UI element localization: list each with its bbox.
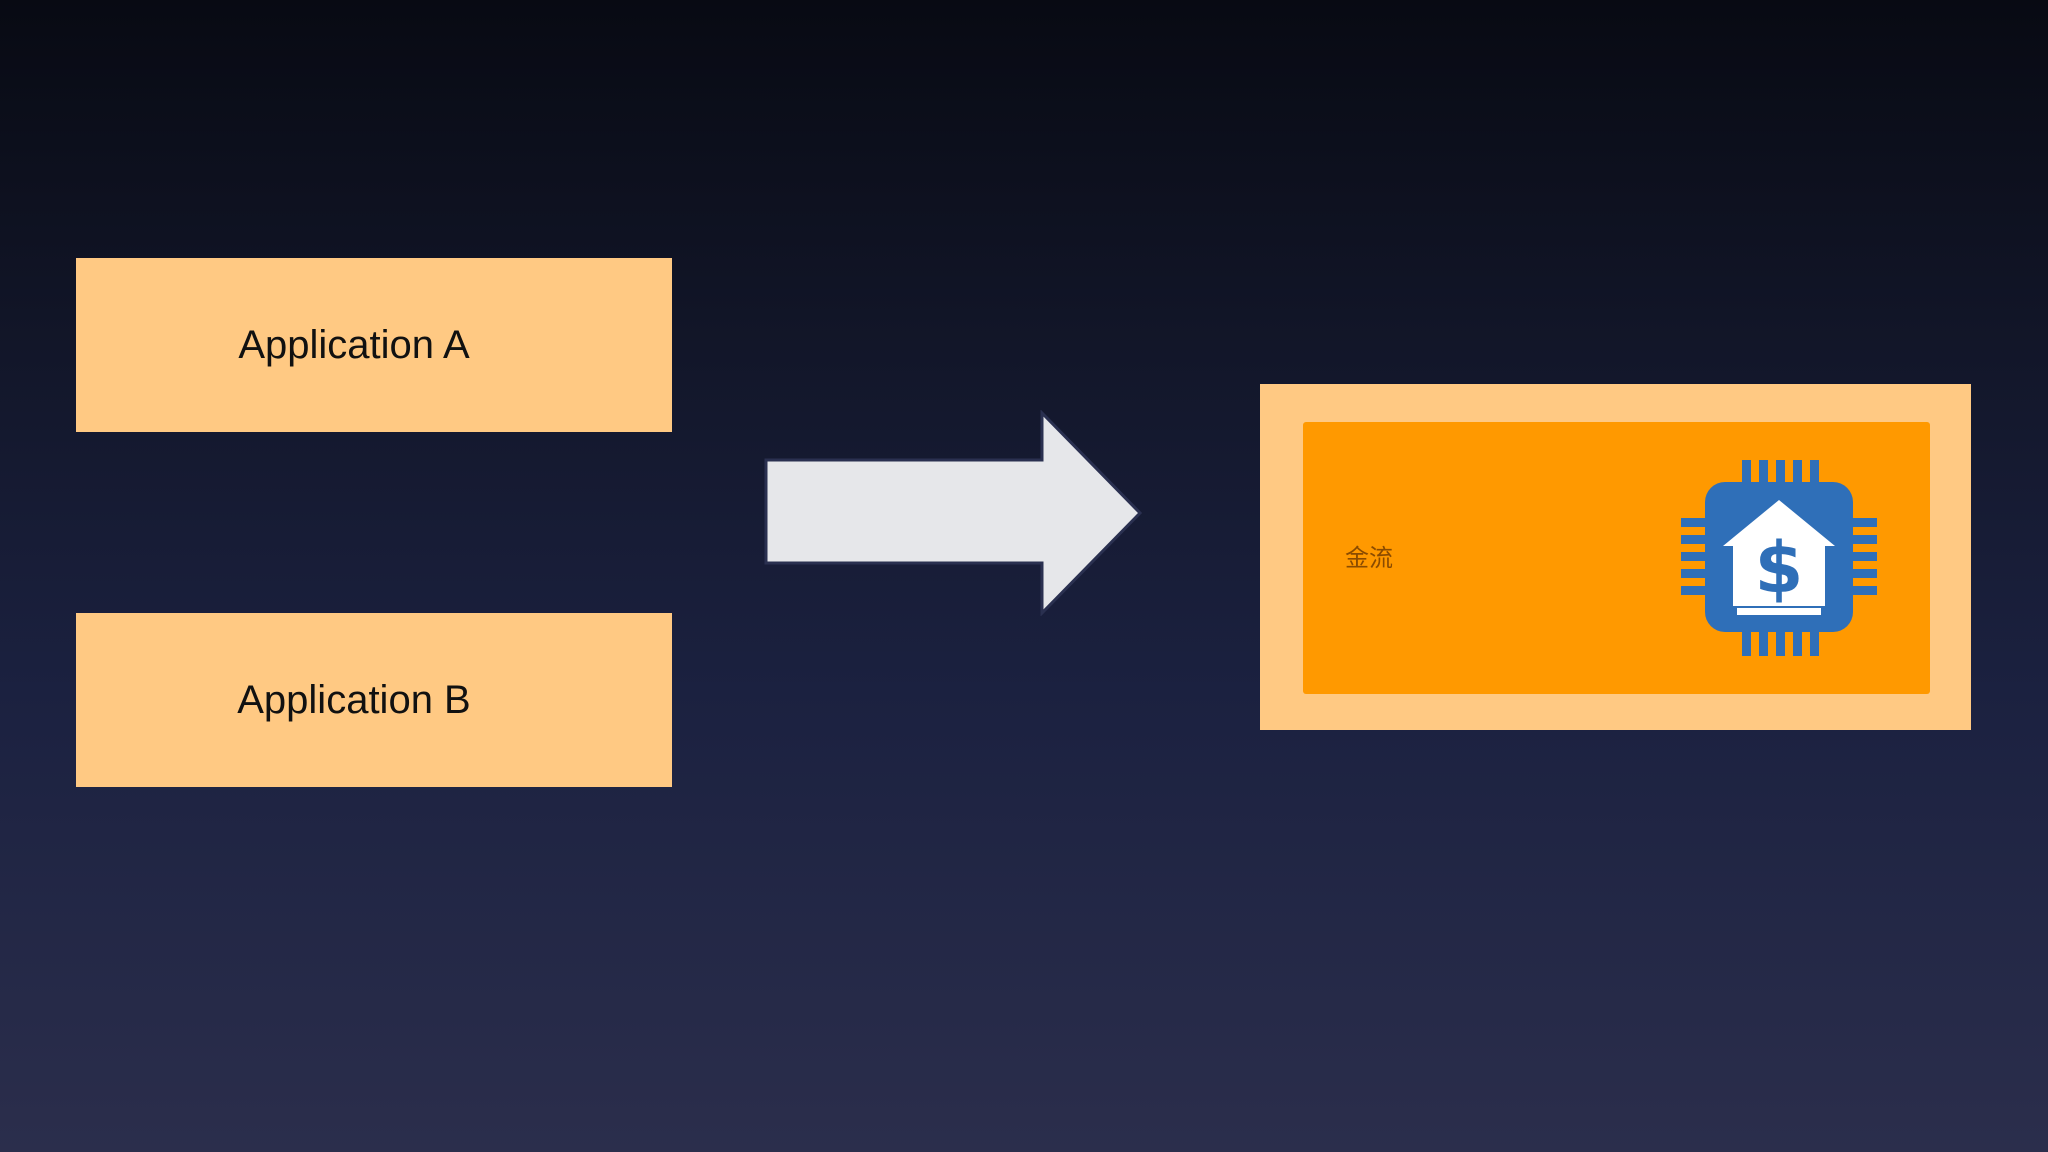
dollar-symbol: $ — [1755, 527, 1804, 609]
target-inner-panel: 金流 — [1303, 422, 1930, 694]
target-box: 金流 — [1260, 384, 1971, 730]
application-b-label: Application B — [237, 677, 471, 722]
application-b-box: Application B — [76, 613, 672, 787]
bank-chip-dollar-icon: $ — [1681, 460, 1877, 656]
right-arrow-icon — [764, 410, 1142, 616]
application-a-label: Application A — [238, 322, 470, 367]
application-a-box: Application A — [76, 258, 672, 432]
target-label: 金流 — [1345, 544, 1393, 572]
